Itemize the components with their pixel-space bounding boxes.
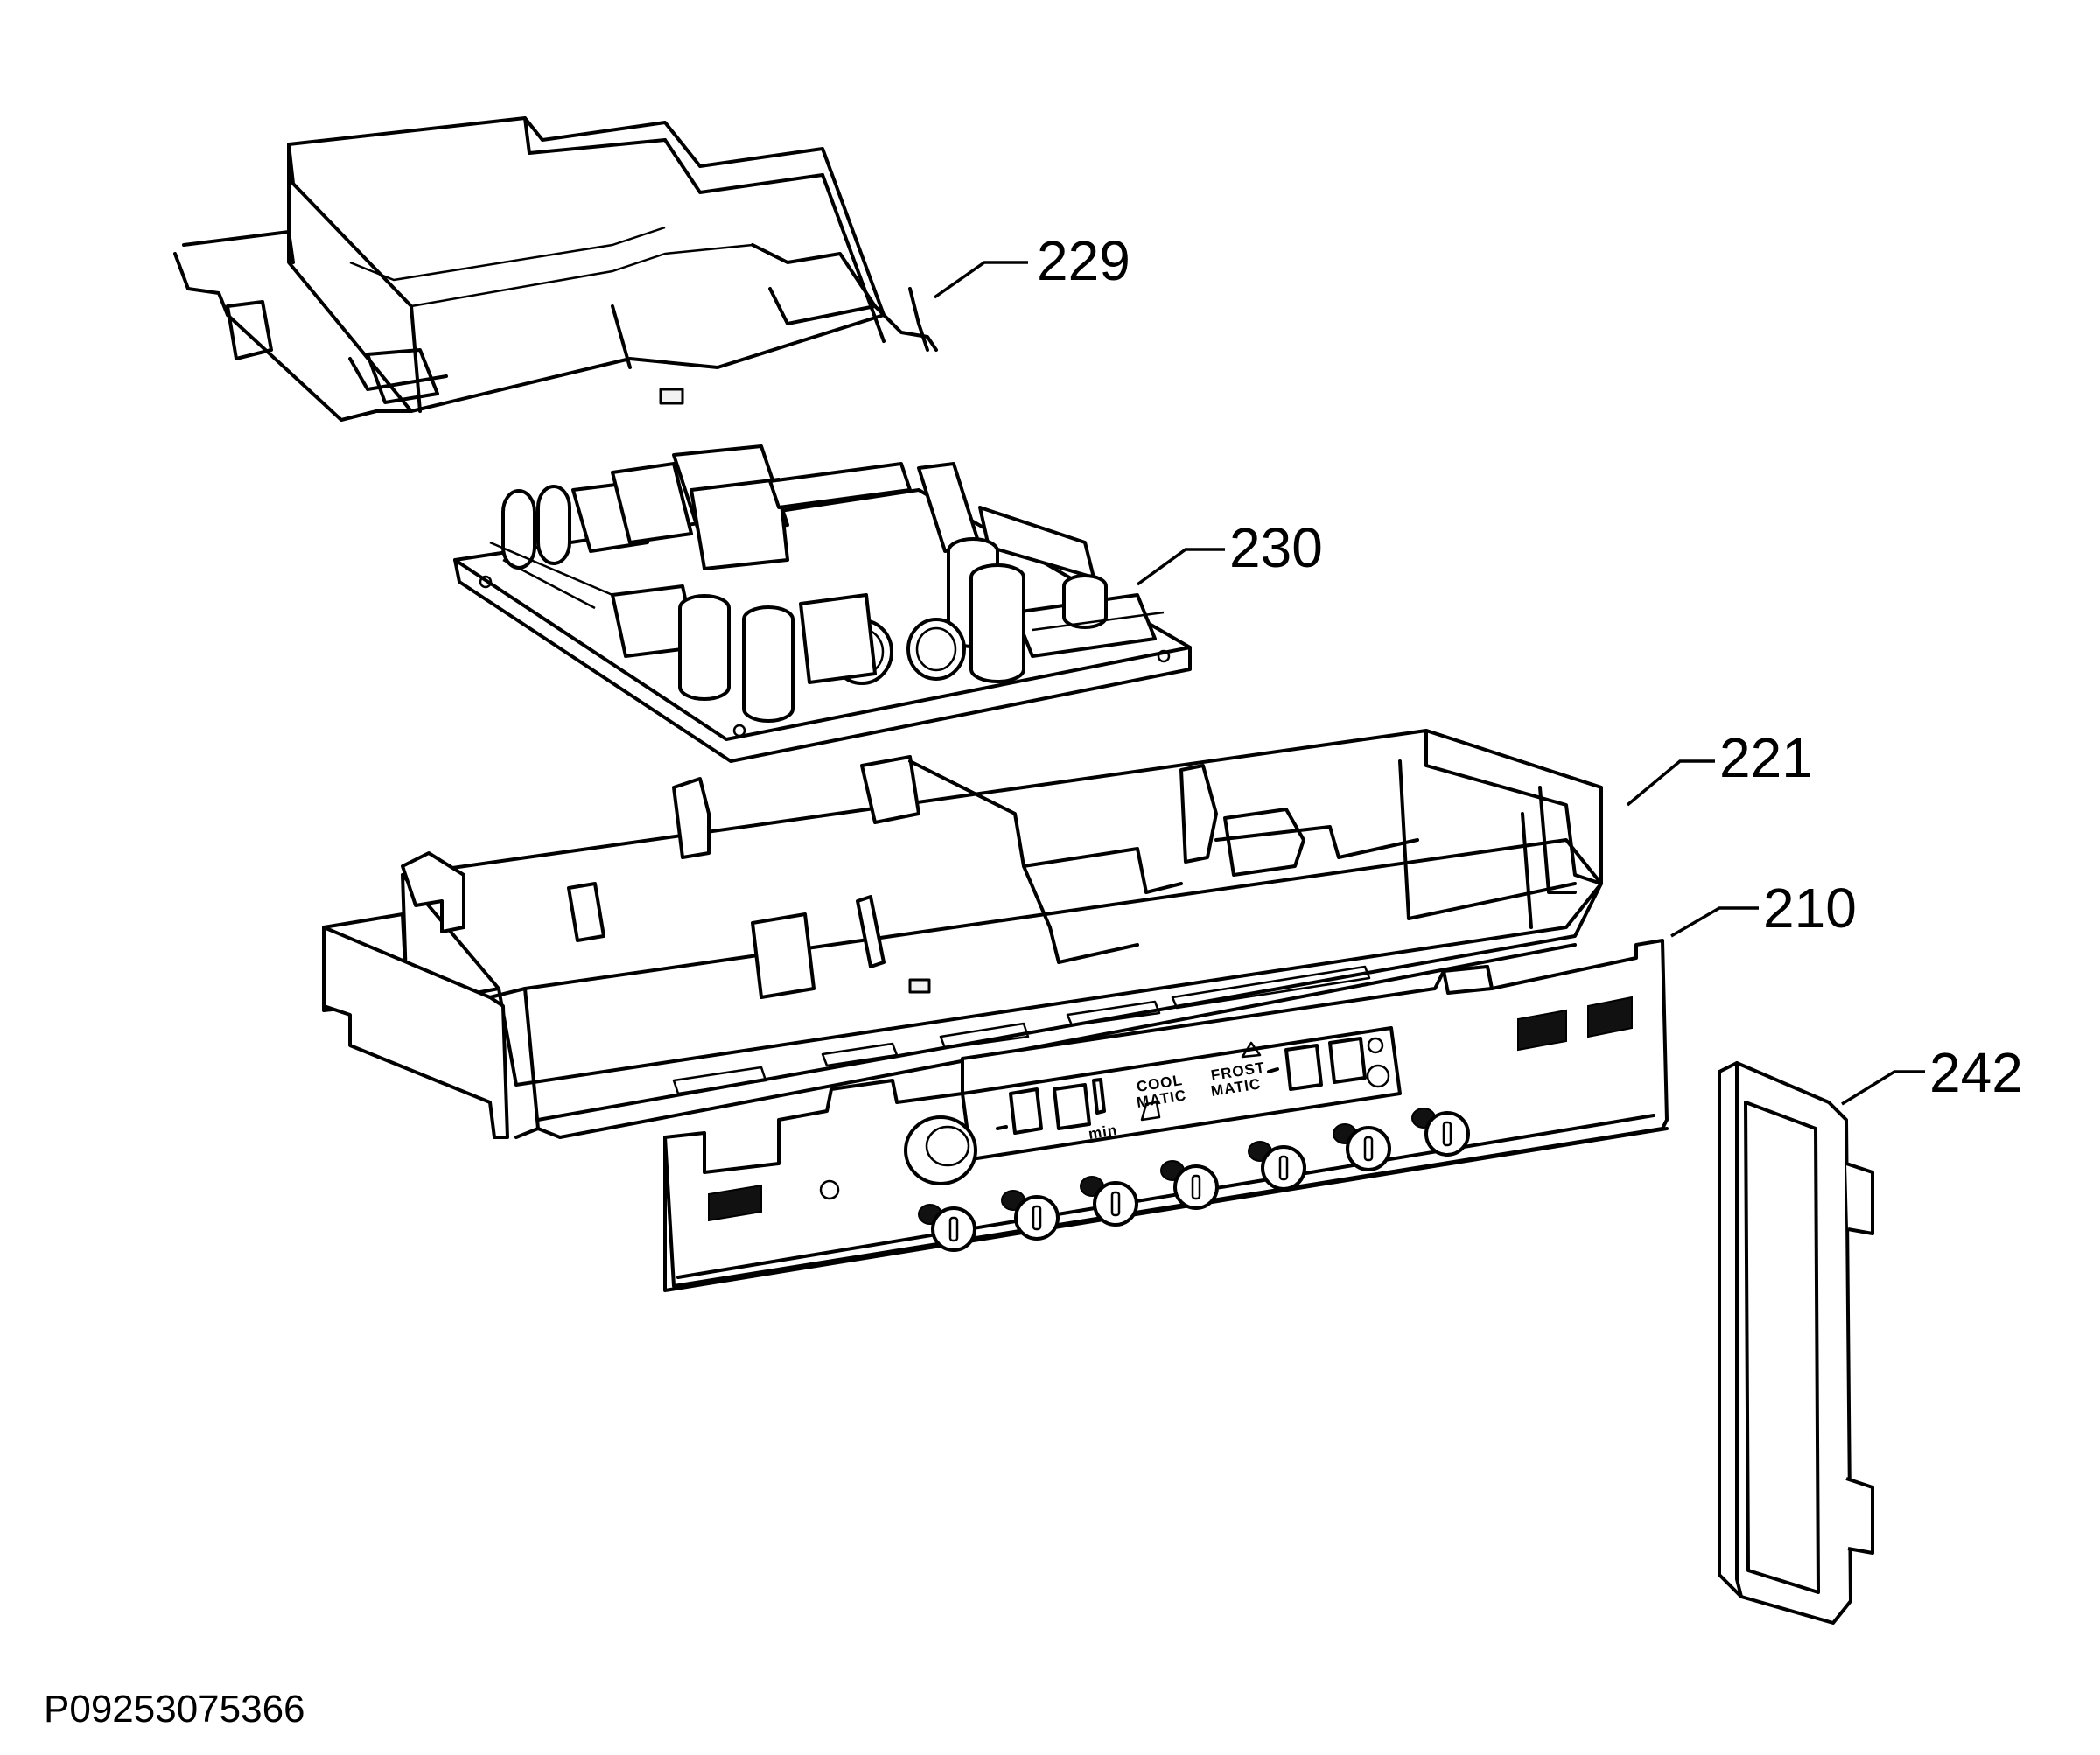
callout-230: 230 xyxy=(1229,516,1323,579)
push-button-4 xyxy=(1160,1160,1219,1210)
push-button-1 xyxy=(918,1204,976,1252)
push-button-6 xyxy=(1333,1123,1391,1171)
capacitor-row xyxy=(501,485,1108,723)
callout-242: 242 xyxy=(1929,1041,2023,1104)
push-button-row xyxy=(918,1108,1470,1252)
push-button-5 xyxy=(1248,1141,1306,1191)
alarm-bell-icon xyxy=(1140,1101,1161,1122)
display-digits-left xyxy=(996,1078,1106,1135)
rotary-knob xyxy=(904,1115,977,1185)
part-229-cover xyxy=(173,116,938,422)
leader-lines xyxy=(933,261,1925,1106)
display-digits-right xyxy=(1267,1037,1390,1091)
callout-221: 221 xyxy=(1719,726,1813,789)
callout-229: 229 xyxy=(1037,229,1130,292)
warning-triangle-icon xyxy=(1241,1041,1262,1059)
part-221-housing xyxy=(322,729,1603,1139)
push-button-7 xyxy=(1411,1108,1470,1157)
vent-fins xyxy=(708,996,1633,1222)
diagram-reference-code: P09253075366 xyxy=(44,1688,305,1731)
part-210-control-panel: COOL MATIC FROST MATIC min xyxy=(663,939,1669,1292)
part-242-side-trim xyxy=(1718,1061,1874,1625)
label-min: min xyxy=(1088,1122,1119,1143)
callout-210: 210 xyxy=(1763,877,1857,940)
push-button-3 xyxy=(1080,1176,1138,1227)
part-230-circuit-board xyxy=(453,444,1192,763)
push-button-2 xyxy=(1001,1190,1060,1241)
